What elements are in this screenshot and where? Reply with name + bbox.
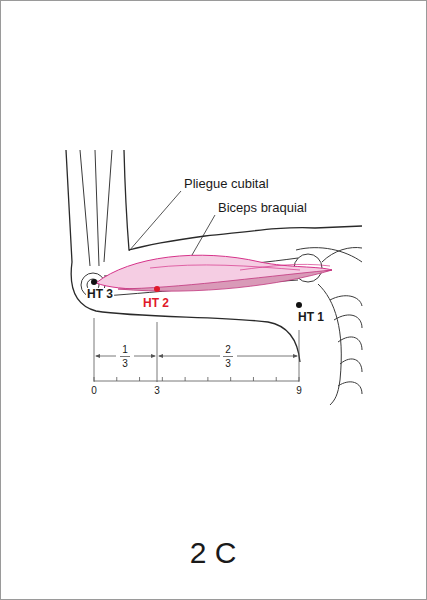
acupoint (296, 302, 302, 308)
rib (334, 315, 362, 328)
arrowhead (293, 354, 298, 358)
ruler-tick (94, 377, 95, 381)
scale (94, 318, 299, 382)
radius (104, 150, 112, 262)
fraction-bar (120, 356, 130, 357)
scapula (318, 284, 341, 405)
arrowhead (158, 354, 163, 358)
fraction-digit: 1 (121, 344, 129, 355)
acupoints (91, 279, 302, 308)
scale-guide (299, 330, 300, 382)
biceps (96, 255, 332, 291)
fraction-digit: 2 (224, 344, 232, 355)
ruler-tick (253, 377, 254, 381)
ruler-tick (139, 377, 140, 381)
acupoint (154, 286, 160, 292)
fraction-digit: 3 (121, 358, 129, 369)
clavicle (296, 248, 362, 262)
bones (80, 150, 362, 405)
leader-line (129, 191, 181, 251)
fraction-bar (223, 356, 233, 357)
arm-outline (66, 150, 362, 362)
ulna (80, 150, 90, 266)
acromion (322, 248, 362, 262)
rib (340, 359, 362, 372)
leader-line (192, 215, 215, 255)
point-label: HT 3 (86, 288, 114, 301)
rib (338, 382, 362, 394)
scale-number: 3 (153, 385, 161, 396)
arm-outline-upper (124, 150, 362, 250)
acupoint (91, 279, 97, 285)
forearm-bone (95, 150, 99, 266)
ruler-tick (230, 377, 231, 381)
ruler-line (94, 381, 299, 382)
scale-number: 0 (90, 385, 98, 396)
rib (338, 337, 362, 350)
arrowhead (151, 354, 156, 358)
scale-guide (94, 318, 95, 382)
biceps-lower-head (118, 270, 332, 291)
ruler-ticks (94, 377, 299, 381)
biceps-tendon (240, 264, 330, 270)
figure-caption: 2 C (190, 536, 237, 569)
dimension-line (237, 356, 297, 357)
scale-number: 9 (295, 385, 303, 396)
leader-lines (129, 191, 215, 255)
arrowhead (95, 354, 100, 358)
point-label: HT 2 (142, 297, 170, 310)
fraction-digit: 3 (224, 358, 232, 369)
ruler-tick (162, 377, 163, 381)
dimension-line (159, 356, 220, 357)
point-label: HT 1 (297, 311, 325, 324)
ruler-tick (299, 377, 300, 381)
anatomy-label: Biceps braquial (217, 201, 308, 215)
scale-guide (157, 322, 158, 382)
anatomy-label: Pliegue cubital (183, 177, 270, 191)
ruler-tick (276, 377, 277, 381)
ruler-tick (207, 377, 208, 381)
ruler-tick (185, 377, 186, 381)
rib (330, 296, 362, 306)
ruler-tick (116, 377, 117, 381)
